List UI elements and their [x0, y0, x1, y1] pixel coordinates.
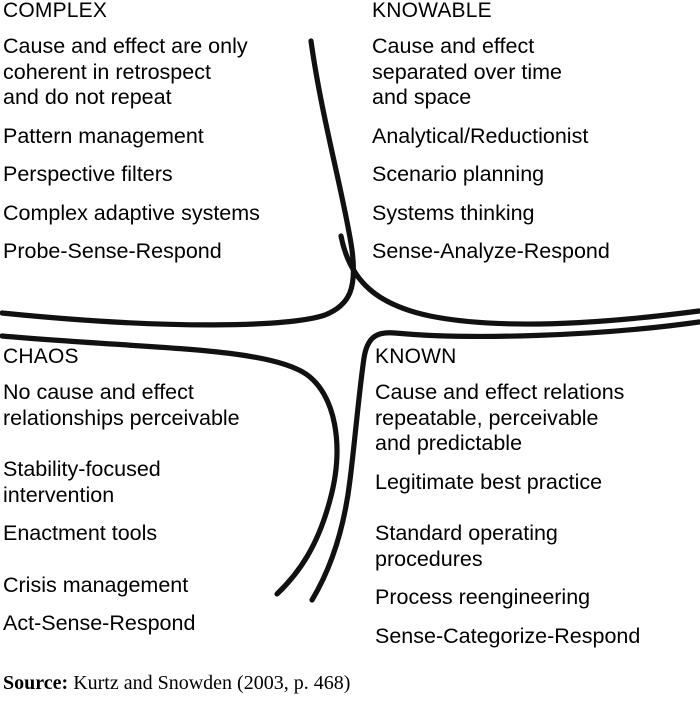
text-block: Complex adaptive systems	[3, 201, 333, 227]
text-block: Legitimate best practice	[375, 470, 695, 496]
text-line: procedures	[375, 546, 483, 571]
text-line: repeatable, perceivable	[375, 405, 599, 430]
source-citation: Kurtz and Snowden (2003, p. 468)	[68, 672, 351, 694]
quadrant-chaos-title: CHAOS	[3, 345, 79, 368]
text-block: Crisis management	[3, 573, 333, 599]
text-line: Pattern management	[3, 123, 204, 148]
text-line: Probe-Sense-Respond	[3, 239, 222, 263]
source-caption: Source: Kurtz and Snowden (2003, p. 468)	[3, 671, 350, 695]
text-block: Enactment tools	[3, 521, 333, 547]
text-block: Sense-Analyze-Respond	[372, 239, 692, 265]
text-line: Systems thinking	[372, 200, 535, 225]
text-line: Crisis management	[3, 572, 189, 597]
text-line: No cause and effect	[3, 380, 194, 404]
text-line: and predictable	[375, 431, 523, 455]
text-block: Cause and effect separated over time and…	[372, 34, 692, 111]
quadrant-knowable-body: Cause and effect separated over time and…	[372, 34, 692, 265]
text-line: relationships perceivable	[3, 405, 240, 430]
text-line: Act-Sense-Respond	[3, 611, 196, 635]
text-line: Perspective filters	[3, 162, 173, 186]
quadrant-knowable-title: KNOWABLE	[372, 0, 492, 22]
text-line: Legitimate best practice	[375, 469, 603, 494]
quadrant-known-title: KNOWN	[375, 345, 457, 368]
text-block: Scenario planning	[372, 162, 692, 188]
text-line: Cause and effect are only	[3, 34, 248, 58]
text-block: No cause and effect relationships percei…	[3, 380, 333, 431]
text-line: coherent in retrospect	[3, 59, 211, 84]
text-line: Scenario planning	[372, 162, 545, 186]
text-block: Pattern management	[3, 124, 333, 150]
text-line: Complex adaptive systems	[3, 200, 260, 225]
text-line: separated over time	[372, 59, 563, 84]
text-line: and do not repeat	[3, 85, 172, 109]
text-line: Sense-Analyze-Respond	[372, 239, 610, 263]
text-block: Sense-Categorize-Respond	[375, 624, 695, 650]
text-line: intervention	[3, 482, 115, 507]
text-line: Analytical/Reductionist	[372, 123, 589, 148]
source-label: Source:	[3, 672, 69, 694]
quadrant-chaos: CHAOS No cause and effect relationships …	[3, 346, 333, 637]
text-block: Probe-Sense-Respond	[3, 239, 333, 265]
quadrant-known: KNOWN Cause and effect relations repeata…	[375, 346, 695, 649]
quadrant-complex: COMPLEX Cause and effect are only cohere…	[3, 0, 333, 265]
text-line: Stability-focused	[3, 457, 161, 481]
quadrant-complex-title: COMPLEX	[3, 0, 108, 22]
text-block: Analytical/Reductionist	[372, 124, 692, 150]
text-line: Sense-Categorize-Respond	[375, 623, 641, 648]
text-line: Cause and effect relations	[375, 380, 625, 404]
text-line: Standard operating	[375, 521, 558, 545]
quadrant-known-body: Cause and effect relations repeatable, p…	[375, 380, 695, 649]
quadrant-complex-body: Cause and effect are only coherent in re…	[3, 34, 333, 265]
text-line: and space	[372, 85, 472, 109]
text-line: Enactment tools	[3, 521, 158, 545]
text-block: Process reengineering	[375, 585, 695, 611]
text-line: Cause and effect	[372, 34, 535, 58]
text-block: Cause and effect are only coherent in re…	[3, 34, 333, 111]
text-block: Systems thinking	[372, 201, 692, 227]
quadrant-chaos-body: No cause and effect relationships percei…	[3, 380, 333, 637]
text-block: Perspective filters	[3, 162, 333, 188]
text-line: Process reengineering	[375, 585, 591, 609]
text-block: Cause and effect relations repeatable, p…	[375, 380, 695, 457]
quadrant-knowable: KNOWABLE Cause and effect separated over…	[372, 0, 692, 265]
text-block: Stability-focused intervention	[3, 457, 333, 508]
text-block: Act-Sense-Respond	[3, 611, 333, 637]
text-block: Standard operating procedures	[375, 521, 695, 572]
